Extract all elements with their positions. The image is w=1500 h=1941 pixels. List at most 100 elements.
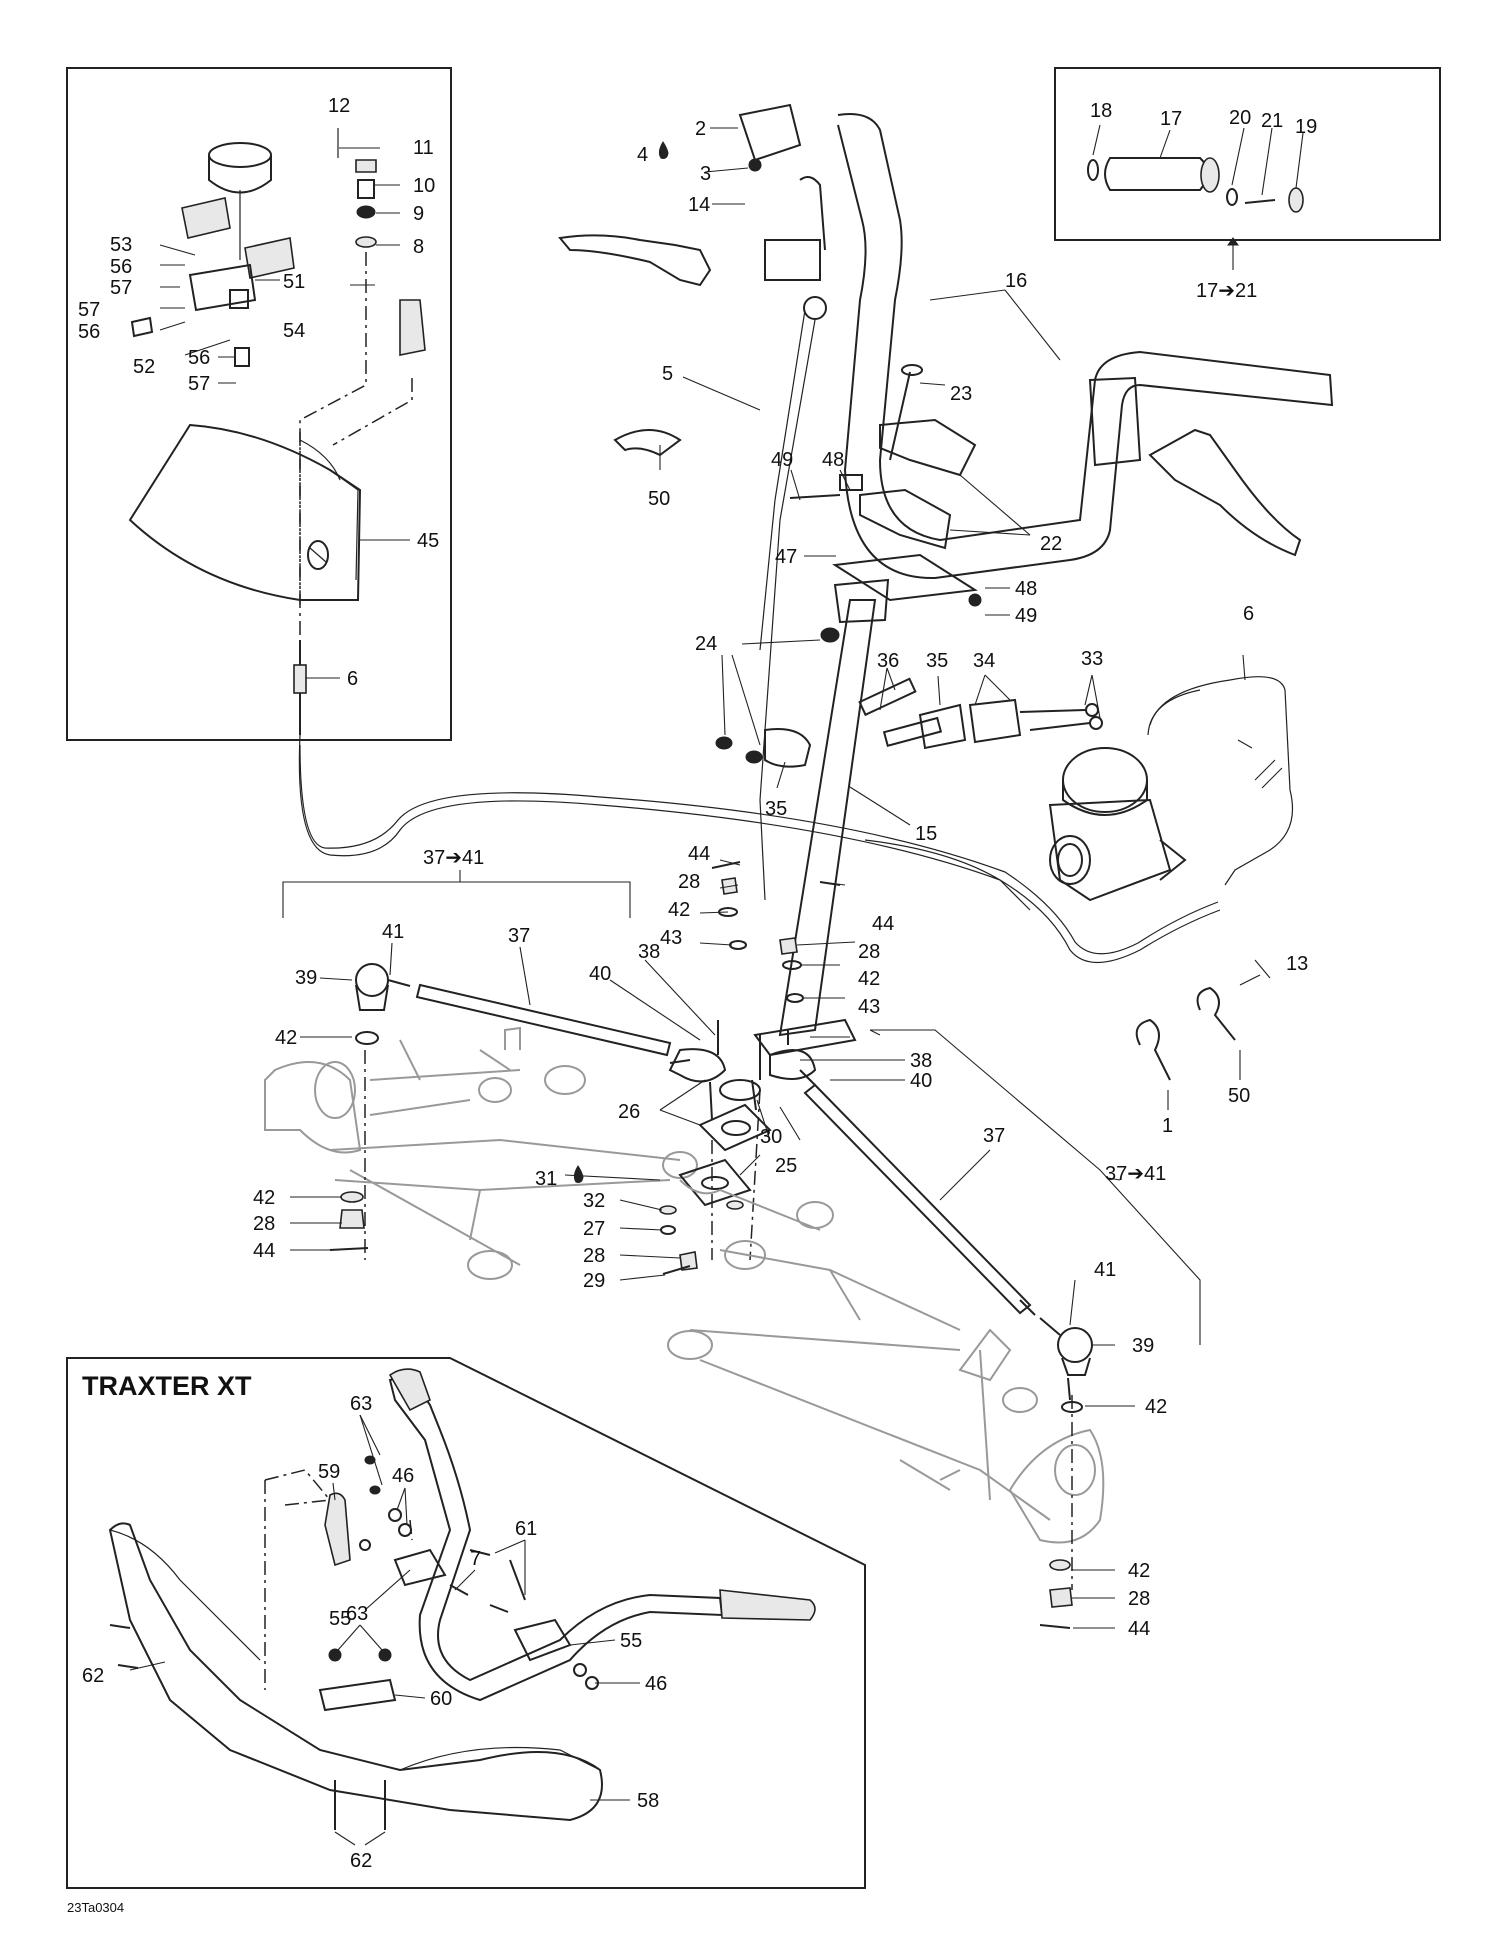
callout-62a: 62: [82, 1665, 104, 1687]
callout-27: 27: [583, 1218, 605, 1240]
callout-46b: 46: [645, 1673, 667, 1695]
callout-51: 51: [283, 271, 305, 293]
callout-6b: 6: [1243, 603, 1254, 625]
callout-38a: 38: [638, 941, 660, 963]
callout-57a: 57: [110, 277, 132, 299]
callout-17-21: 17➔21: [1196, 280, 1257, 302]
callout-31: 31: [535, 1168, 557, 1190]
callout-36: 36: [877, 650, 899, 672]
callout-44d: 44: [1128, 1618, 1150, 1640]
callout-41b: 41: [1094, 1259, 1116, 1281]
callout-16: 16: [1005, 270, 1027, 292]
callout-38b: 38: [910, 1050, 932, 1072]
callout-6a: 6: [347, 668, 358, 690]
callout-50a: 50: [648, 488, 670, 510]
callout-37a: 37: [508, 925, 530, 947]
callout-3: 3: [700, 163, 711, 185]
steering-lower: 44 28 42 43 44 28 42 43 38 40 26 30 25 3…: [535, 843, 932, 1292]
callout-42f: 42: [1128, 1560, 1150, 1582]
callout-47: 47: [775, 546, 797, 568]
callout-24: 24: [695, 633, 717, 655]
callout-39a: 39: [295, 967, 317, 989]
callout-56c: 56: [188, 347, 210, 369]
inset-speedometer: 12 11 10 9 8 53 56 57 51 57 56 54 52 56 …: [66, 67, 452, 741]
callout-61: 61: [515, 1518, 537, 1540]
callout-25: 25: [775, 1155, 797, 1177]
callout-58: 58: [637, 1790, 659, 1812]
callout-12: 12: [328, 95, 350, 117]
callout-1: 1: [1162, 1115, 1173, 1137]
callout-23: 23: [950, 383, 972, 405]
callout-46a: 46: [392, 1465, 414, 1487]
callout-2: 2: [695, 118, 706, 140]
callout-21: 21: [1261, 110, 1283, 132]
callout-37-41b: 37➔41: [1105, 1163, 1166, 1185]
callout-43b: 43: [858, 996, 880, 1018]
callout-28a: 28: [253, 1213, 275, 1235]
callout-39b: 39: [1132, 1335, 1154, 1357]
callout-56b: 56: [78, 321, 100, 343]
callout-37b: 37: [983, 1125, 1005, 1147]
callout-63b: 63: [346, 1603, 368, 1625]
callout-48b: 48: [1015, 578, 1037, 600]
callout-17: 17: [1160, 108, 1182, 130]
callout-44b: 44: [688, 843, 710, 865]
callout-19: 19: [1295, 116, 1317, 138]
callout-5: 5: [662, 363, 673, 385]
callout-14: 14: [688, 194, 710, 216]
callout-63a: 63: [350, 1393, 372, 1415]
callout-40b: 40: [910, 1070, 932, 1092]
callout-59: 59: [318, 1461, 340, 1483]
callout-42d: 42: [858, 968, 880, 990]
callout-42c: 42: [668, 899, 690, 921]
callout-8: 8: [413, 236, 424, 258]
callout-56a: 56: [110, 256, 132, 278]
callout-55b: 55: [620, 1630, 642, 1652]
callout-26: 26: [618, 1101, 640, 1123]
callout-42b: 42: [253, 1187, 275, 1209]
callout-62b: 62: [350, 1850, 372, 1872]
callout-13: 13: [1286, 953, 1308, 975]
callout-32: 32: [583, 1190, 605, 1212]
throttle-cable-carburetor: 6 13 1 50: [298, 603, 1308, 1137]
drawing-code: 23Ta0304: [67, 1900, 124, 1915]
callout-52: 52: [133, 356, 155, 378]
tie-rod-left: 37➔41 41 39 37 40 38 42: [275, 847, 727, 1083]
callout-42e: 42: [1145, 1396, 1167, 1418]
callout-18: 18: [1090, 100, 1112, 122]
callout-7: 7: [470, 1548, 481, 1570]
callout-48a: 48: [822, 449, 844, 471]
callout-9: 9: [413, 203, 424, 225]
callout-44c: 44: [872, 913, 894, 935]
callout-29: 29: [583, 1270, 605, 1292]
callout-35b: 35: [765, 798, 787, 820]
callout-43a: 43: [660, 927, 682, 949]
callout-28b: 28: [678, 871, 700, 893]
inset-grip: 18 17 20 21 19 17➔21: [1054, 67, 1441, 302]
callout-49b: 49: [1015, 605, 1037, 627]
handlebar-assembly: 2 4 3 14 5 16 23 49 48 22 47 48 49 50 24…: [558, 103, 1334, 1057]
callout-11: 11: [413, 137, 434, 159]
callout-55a: 55: [329, 1608, 351, 1630]
callout-20: 20: [1229, 107, 1251, 129]
callout-49a: 49: [771, 449, 793, 471]
callout-22: 22: [1040, 533, 1062, 555]
callout-57b: 57: [78, 299, 100, 321]
inset-traxter-title: TRAXTER XT: [82, 1371, 252, 1401]
callout-10: 10: [413, 175, 435, 197]
callout-44a: 44: [253, 1240, 275, 1262]
callout-4: 4: [637, 144, 648, 166]
callout-45: 45: [417, 530, 439, 552]
callout-28c: 28: [858, 941, 880, 963]
tie-rod-right: 37➔41 37 41 39 42 42: [667, 1029, 1201, 1640]
inset-traxter-xt: TRAXTER XT: [66, 1357, 866, 1889]
callout-41a: 41: [382, 921, 404, 943]
callout-35a: 35: [926, 650, 948, 672]
callout-37-41a: 37➔41: [423, 847, 484, 869]
callout-57c: 57: [188, 373, 210, 395]
callout-28e: 28: [1128, 1588, 1150, 1610]
callout-33: 33: [1081, 648, 1103, 670]
callout-53: 53: [110, 234, 132, 256]
callout-30: 30: [760, 1126, 782, 1148]
